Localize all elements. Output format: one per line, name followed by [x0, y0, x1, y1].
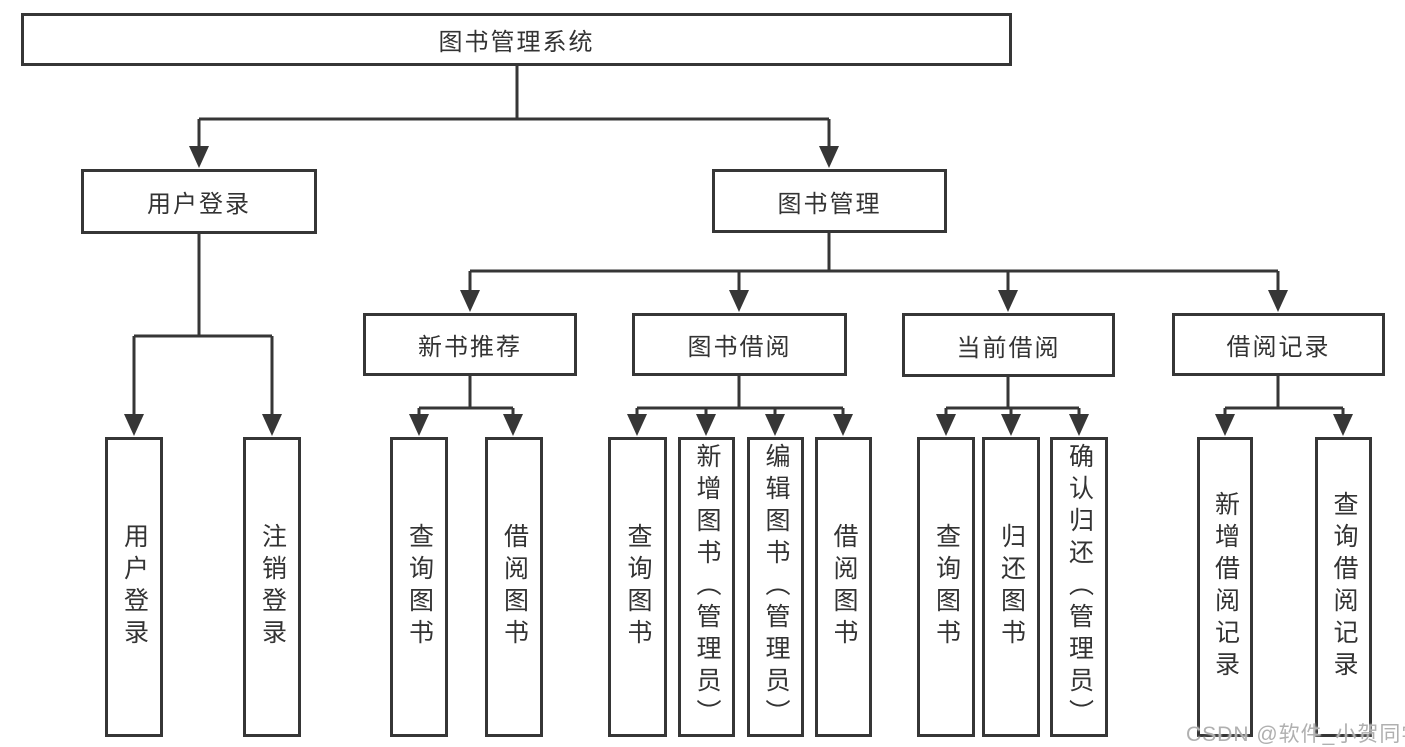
leaf-bb-add-books-admin: 新增图书（管理员） — [678, 437, 735, 737]
node-borrow-records-label: 借阅记录 — [1226, 334, 1331, 361]
leaf-cb-return-books: 归还图书 — [982, 437, 1040, 737]
leaf-nbr-borrow-books: 借阅图书 — [485, 437, 543, 737]
leaf-bb-edit-books-admin-label: 编辑图书（管理员） — [762, 443, 790, 731]
leaf-bb-add-books-admin-label: 新增图书（管理员） — [693, 443, 721, 731]
watermark: CSDN @软件_小贺同学 — [1186, 723, 1405, 746]
leaf-logout-label: 注销登录 — [258, 523, 287, 651]
node-root: 图书管理系统 — [21, 13, 1012, 66]
leaf-bb-edit-books-admin: 编辑图书（管理员） — [747, 437, 804, 737]
leaf-br-add-record-label: 新增借阅记录 — [1211, 491, 1240, 683]
leaf-logout: 注销登录 — [243, 437, 301, 737]
leaf-bb-query-books: 查询图书 — [608, 437, 667, 737]
leaf-cb-query-books-label: 查询图书 — [932, 523, 961, 651]
arrowhead-icons — [124, 146, 1353, 436]
node-root-label: 图书管理系统 — [438, 29, 595, 56]
leaf-bb-borrow-books-label: 借阅图书 — [830, 523, 858, 651]
leaf-bb-borrow-books: 借阅图书 — [815, 437, 872, 737]
node-new-book-recommend: 新书推荐 — [363, 313, 577, 376]
leaf-nbr-query-books: 查询图书 — [390, 437, 448, 737]
leaf-br-query-record: 查询借阅记录 — [1315, 437, 1372, 737]
node-book-management: 图书管理 — [712, 169, 947, 233]
node-current-borrowing-label: 当前借阅 — [956, 334, 1061, 362]
node-book-borrowing-label: 图书借阅 — [687, 334, 792, 361]
node-current-borrowing: 当前借阅 — [902, 313, 1115, 377]
leaf-cb-confirm-return-admin-label: 确认归还（管理员） — [1065, 443, 1094, 731]
leaf-br-query-record-label: 查询借阅记录 — [1330, 491, 1358, 683]
node-user-login: 用户登录 — [81, 169, 317, 234]
node-user-login-label: 用户登录 — [147, 191, 251, 218]
node-book-management-label: 图书管理 — [777, 190, 882, 218]
node-new-book-recommend-label: 新书推荐 — [418, 334, 522, 361]
leaf-cb-confirm-return-admin: 确认归还（管理员） — [1050, 437, 1108, 737]
leaf-bb-query-books-label: 查询图书 — [624, 523, 652, 651]
leaf-br-add-record: 新增借阅记录 — [1197, 437, 1253, 737]
leaf-cb-return-books-label: 归还图书 — [997, 523, 1026, 651]
leaf-cb-query-books: 查询图书 — [917, 437, 975, 737]
leaf-user-login: 用户登录 — [105, 437, 163, 737]
leaf-nbr-query-books-label: 查询图书 — [405, 523, 434, 651]
node-book-borrowing: 图书借阅 — [632, 313, 847, 376]
node-borrow-records: 借阅记录 — [1172, 313, 1385, 376]
leaf-user-login-label: 用户登录 — [120, 523, 149, 651]
leaf-nbr-borrow-books-label: 借阅图书 — [500, 523, 529, 651]
